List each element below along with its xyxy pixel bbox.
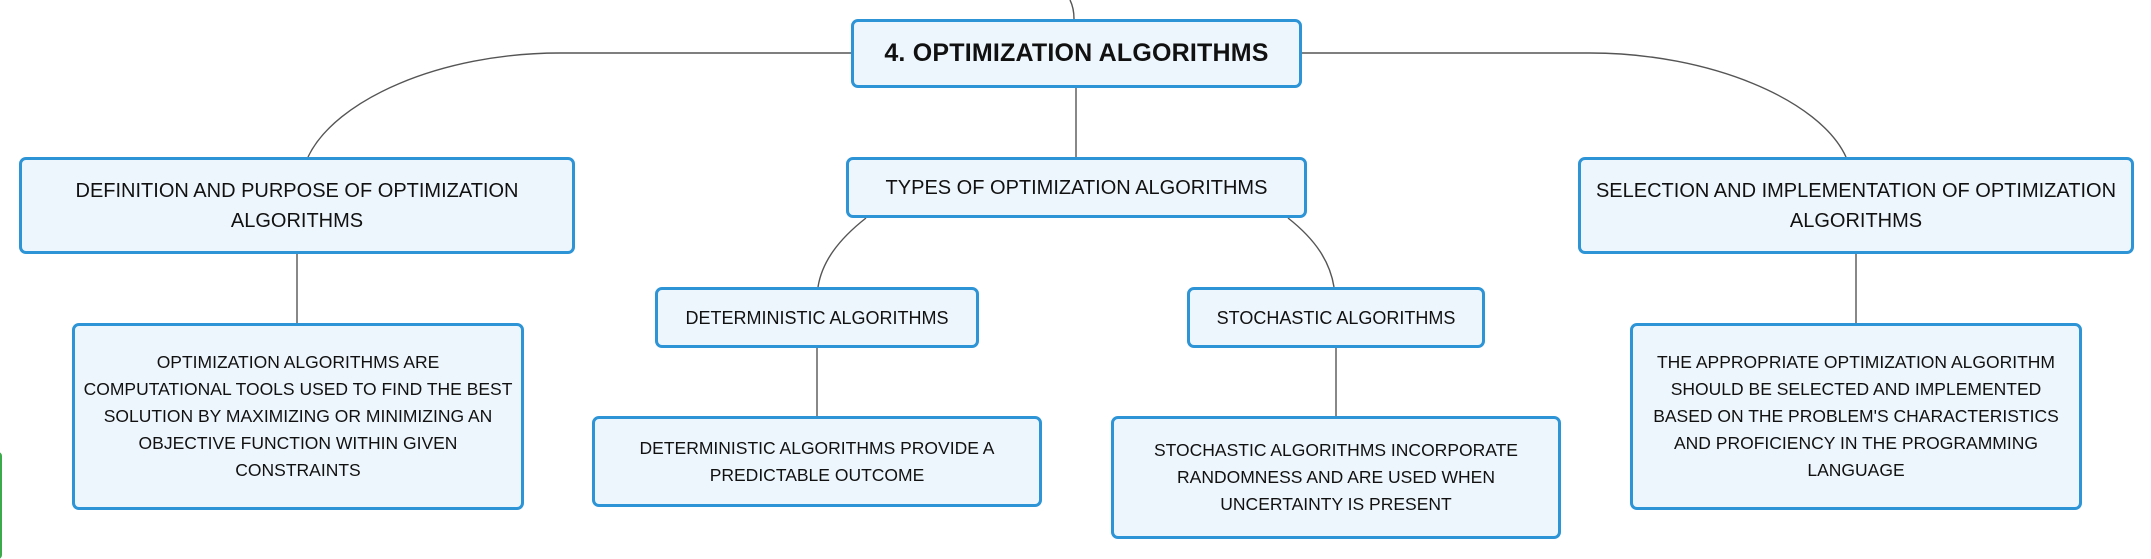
- root-topic[interactable]: 4. OPTIMIZATION ALGORITHMS: [851, 19, 1302, 88]
- subtopic-stochastic-algorithms[interactable]: STOCHASTIC ALGORITHMS: [1187, 287, 1485, 348]
- detail-stochastic-text: STOCHASTIC ALGORITHMS INCORPORATE RANDOM…: [1154, 440, 1518, 514]
- detail-selection-text: THE APPROPRIATE OPTIMIZATION ALGORITHM S…: [1653, 352, 2059, 480]
- root-topic-label: 4. OPTIMIZATION ALGORITHMS: [884, 39, 1269, 67]
- connector-root-to-selection: [1302, 52, 1847, 158]
- subtopic-deterministic-label: DETERMINISTIC ALGORITHMS: [685, 307, 949, 328]
- connector-parent-to-root: [1069, 0, 1075, 20]
- connector-types-to-deterministic: [817, 217, 867, 288]
- subtopic-stochastic-label: STOCHASTIC ALGORITHMS: [1216, 307, 1456, 328]
- detail-selection[interactable]: THE APPROPRIATE OPTIMIZATION ALGORITHM S…: [1630, 323, 2082, 510]
- detail-definition[interactable]: OPTIMIZATION ALGORITHMS ARE COMPUTATIONA…: [72, 323, 524, 510]
- topic-selection-and-implementation[interactable]: SELECTION AND IMPLEMENTATION OF OPTIMIZA…: [1578, 157, 2134, 254]
- topic-definition-label: DEFINITION AND PURPOSE OF OPTIMIZATION A…: [75, 179, 519, 232]
- subtopic-deterministic-algorithms[interactable]: DETERMINISTIC ALGORITHMS: [655, 287, 979, 348]
- topic-definition-and-purpose[interactable]: DEFINITION AND PURPOSE OF OPTIMIZATION A…: [19, 157, 575, 254]
- detail-deterministic[interactable]: DETERMINISTIC ALGORITHMS PROVIDE A PREDI…: [592, 416, 1042, 507]
- detail-definition-text: OPTIMIZATION ALGORITHMS ARE COMPUTATIONA…: [83, 352, 513, 480]
- connector-types-to-stochastic: [1287, 217, 1335, 288]
- topic-selection-label: SELECTION AND IMPLEMENTATION OF OPTIMIZA…: [1595, 179, 2117, 232]
- topic-types-of-algorithms[interactable]: TYPES OF OPTIMIZATION ALGORITHMS: [846, 157, 1307, 218]
- detail-stochastic[interactable]: STOCHASTIC ALGORITHMS INCORPORATE RANDOM…: [1111, 416, 1561, 539]
- connector-root-to-definition: [307, 52, 851, 158]
- topic-types-label: TYPES OF OPTIMIZATION ALGORITHMS: [885, 176, 1268, 199]
- offscreen-node-edge: [0, 452, 2, 559]
- detail-deterministic-text: DETERMINISTIC ALGORITHMS PROVIDE A PREDI…: [639, 437, 995, 485]
